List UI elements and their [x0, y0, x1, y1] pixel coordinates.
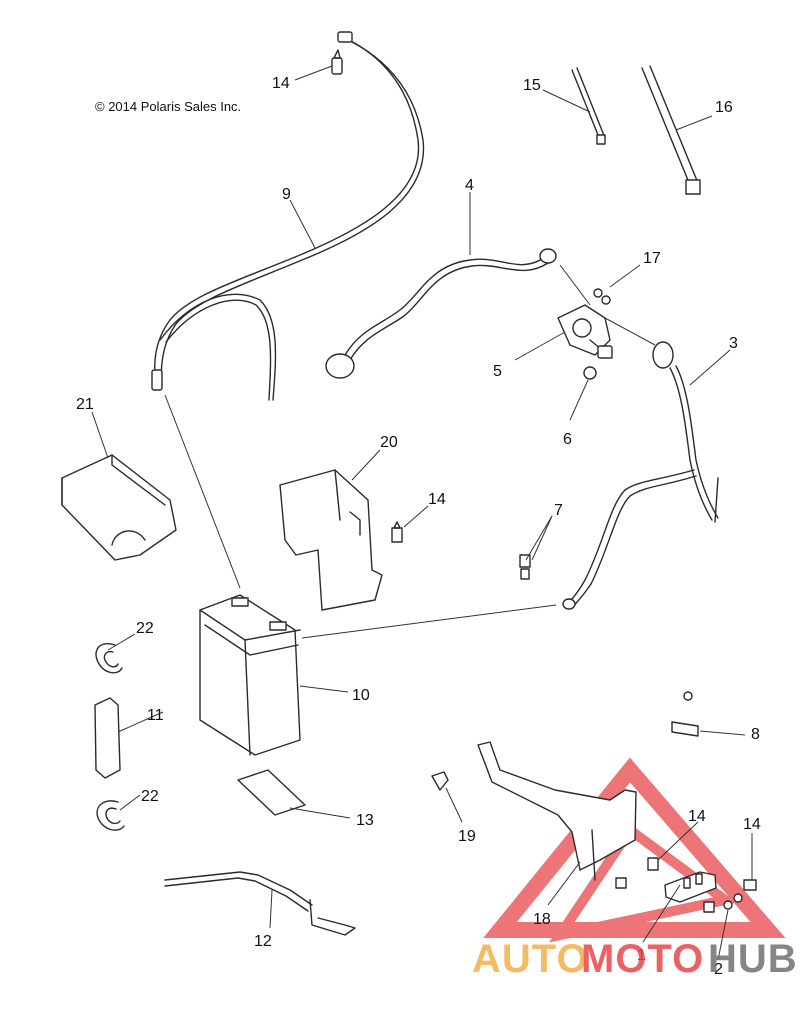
- part-14-bolts-bottom: [615, 857, 757, 913]
- part-6-screw: [583, 366, 597, 380]
- callout-8: 8: [751, 726, 760, 743]
- callout-14-mid: 14: [428, 491, 446, 508]
- callout-21: 21: [76, 396, 94, 413]
- callout-20: 20: [380, 434, 398, 451]
- part-1-terminal-block: [664, 871, 717, 903]
- part-17-nuts: [593, 288, 611, 305]
- part-20-bracket: [279, 469, 383, 611]
- callout-12: 12: [254, 933, 272, 950]
- callout-14-bottom-right: 14: [743, 816, 761, 833]
- watermark-logo: [483, 757, 786, 943]
- watermark-auto: AUTO: [472, 937, 589, 981]
- part-9-battery-cable: [151, 31, 425, 401]
- part-13-pad: [237, 769, 306, 816]
- part-11-strap: [94, 697, 121, 779]
- part-3-cable: [562, 341, 719, 610]
- part-12-rod: [164, 871, 356, 936]
- callout-19: 19: [458, 828, 476, 845]
- watermark-moto: MOTO: [581, 937, 704, 981]
- part-4-cable: [325, 248, 557, 379]
- part-5-solenoid: [557, 304, 613, 359]
- copyright-text: © 2014 Polaris Sales Inc.: [95, 99, 241, 114]
- part-14-bolt-mid: [391, 521, 403, 543]
- part-14-bolt-top: [331, 49, 343, 75]
- leader-lines: [91, 65, 753, 961]
- part-16-tie-strap: [641, 65, 701, 195]
- part-22-clip-top: [95, 643, 123, 674]
- watermark-text: AUTO MOTO HUB: [472, 937, 798, 981]
- part-10-battery: [199, 594, 301, 756]
- callout-1: 1: [637, 947, 646, 964]
- callout-9: 9: [282, 186, 291, 203]
- callout-14-top: 14: [272, 75, 290, 92]
- part-2-nuts: [723, 893, 743, 910]
- callout-2: 2: [714, 961, 723, 978]
- callout-17: 17: [643, 250, 661, 267]
- callout-4: 4: [465, 177, 474, 194]
- part-8-clamp: [671, 691, 699, 737]
- callout-16: 16: [715, 99, 733, 116]
- part-18-bracket: [477, 741, 637, 881]
- part-21-cover: [61, 454, 177, 561]
- part-15-tie-strap: [571, 67, 606, 145]
- part-7-bolts: [519, 554, 531, 580]
- callout-11: 11: [147, 707, 164, 724]
- callout-10: 10: [352, 687, 370, 704]
- callout-15: 15: [523, 77, 541, 94]
- callout-7: 7: [554, 502, 563, 519]
- callout-6: 6: [563, 431, 572, 448]
- callout-14-bottom-left: 14: [688, 808, 706, 825]
- callouts: 14 15 16 9 4 17 5 3 6 21 20 14 7 22 10 1…: [76, 75, 761, 978]
- callout-13: 13: [356, 812, 374, 829]
- callout-22-top: 22: [136, 620, 154, 637]
- part-22-clip-bottom: [96, 800, 125, 831]
- callout-18: 18: [533, 911, 551, 928]
- part-19-push-pin: [431, 771, 449, 791]
- callout-3: 3: [729, 335, 738, 352]
- callout-5: 5: [493, 363, 502, 380]
- callout-22-bottom: 22: [141, 788, 159, 805]
- watermark-hub: HUB: [708, 937, 798, 981]
